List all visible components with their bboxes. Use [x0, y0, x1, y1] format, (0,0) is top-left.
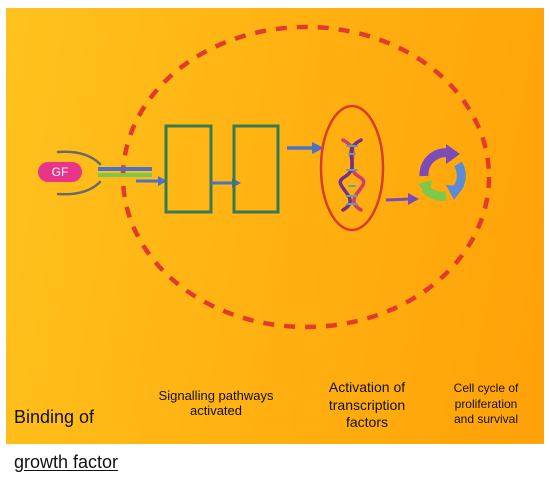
label-activation-transcription-factors: Activation of transcription factors [328, 379, 406, 430]
label-binding-of-growth-factor: Binding of growth factor [14, 383, 144, 496]
label-cell-cycle: Cell cycle of proliferation and survival [453, 381, 519, 427]
pathway-box-2 [232, 124, 280, 214]
cell-membrane-dashed-circle [120, 24, 492, 330]
growth-factor-pill [38, 162, 82, 182]
receptor-bar-bottom [98, 173, 152, 177]
background-panel [6, 8, 544, 444]
arrow-box1-to-box2 [211, 178, 241, 188]
arrow-to-pathway-box-1 [136, 176, 167, 186]
cell-cycle-icon [418, 144, 466, 201]
label-binding-line2: growth factor [14, 451, 119, 472]
nucleus-ellipse [319, 104, 385, 232]
diagram-graphics [38, 24, 492, 330]
arrow-to-nucleus [287, 142, 324, 154]
dna-helix-icon [338, 138, 366, 212]
receptor-icon [56, 150, 102, 196]
pathway-box-1 [164, 124, 213, 214]
receptor-bar-top [98, 167, 152, 171]
label-signalling-pathways: Signalling pathways activated [158, 388, 274, 419]
arrow-to-cell-cycle [385, 193, 419, 205]
label-binding-line1: Binding of [14, 406, 95, 427]
growth-factor-label: GF [51, 165, 69, 179]
diagram-canvas: GF Binding of growth factor Signalling p… [6, 8, 544, 472]
